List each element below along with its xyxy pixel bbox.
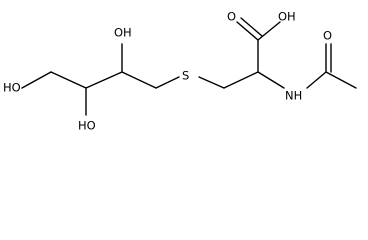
bond-ca-n xyxy=(257,71,285,89)
label-nh: NH xyxy=(285,89,302,103)
bond-c-o-double-a xyxy=(236,21,259,41)
bond-c-o-double-b xyxy=(240,17,263,37)
label-s: S xyxy=(182,69,189,83)
label-ho-c3: HO xyxy=(78,119,96,133)
chemical-structure: OH O NH O S OH HO HO xyxy=(3,10,357,133)
bond-c1-s xyxy=(155,76,180,89)
label-oh-carboxyl: OH xyxy=(278,10,296,24)
bond-c3-c2 xyxy=(85,71,123,89)
bond-c4-c3 xyxy=(50,71,87,89)
label-o-carbonyl-amide: O xyxy=(323,29,332,43)
bond-cacyl-ch3 xyxy=(325,71,357,89)
bond-c2-c1 xyxy=(121,71,157,89)
bond-n-cacyl xyxy=(306,71,327,89)
bond-cb-ca xyxy=(223,71,259,89)
bond-ho-ch2 xyxy=(21,71,52,89)
label-o-carbonyl-acid: O xyxy=(227,10,236,24)
label-ho-c4: HO xyxy=(3,81,21,95)
bond-s-cb xyxy=(198,76,225,89)
bond-c-oh xyxy=(257,21,281,41)
label-oh-c2: OH xyxy=(114,26,132,40)
